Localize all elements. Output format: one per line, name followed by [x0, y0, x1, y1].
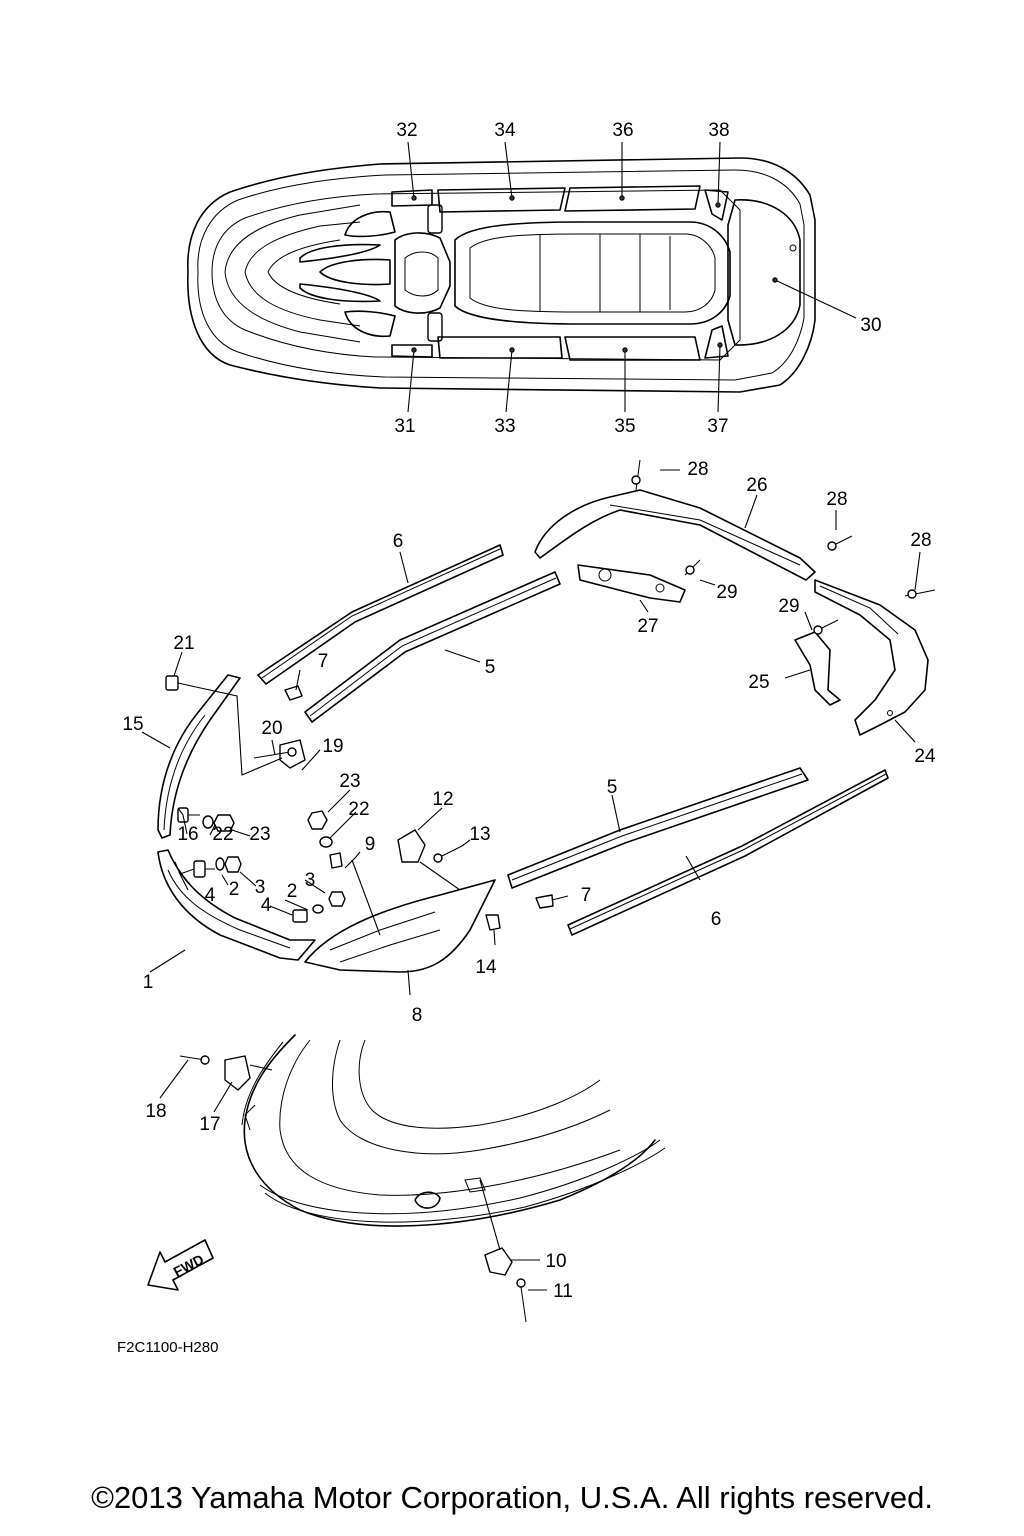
bow-leaders	[159, 1059, 547, 1291]
callout-6: 6	[393, 531, 404, 552]
callout-labels: 1 2 2 3 3 4 4 5 5 6 6 7 7 8 9 10 11 12 1…	[122, 120, 936, 1302]
callout-15: 15	[122, 714, 143, 735]
callout-2: 2	[229, 879, 240, 900]
callout-4: 4	[205, 885, 216, 906]
callout-33: 33	[494, 416, 515, 437]
callout-32: 32	[396, 120, 417, 141]
callout-2: 2	[287, 881, 298, 902]
forward-arrow-icon: FWD	[147, 1239, 214, 1291]
exploded-view	[157, 489, 929, 973]
callout-31: 31	[394, 416, 415, 437]
callout-36: 36	[612, 120, 633, 141]
callout-16: 16	[177, 824, 198, 845]
callout-24: 24	[914, 746, 936, 767]
callout-28: 28	[910, 530, 931, 551]
callout-21: 21	[173, 633, 194, 654]
callout-29: 29	[716, 582, 737, 603]
callout-20: 20	[261, 718, 282, 739]
callout-28: 28	[687, 459, 708, 480]
bow-detail-view	[179, 1034, 666, 1323]
callout-23: 23	[339, 771, 360, 792]
callout-29: 29	[778, 596, 799, 617]
callout-3: 3	[305, 870, 316, 891]
copyright-notice: ©2013 Yamaha Motor Corporation, U.S.A. A…	[91, 1480, 933, 1515]
callout-37: 37	[707, 416, 728, 437]
callout-28: 28	[826, 489, 847, 510]
callout-35: 35	[614, 416, 635, 437]
callout-17: 17	[199, 1114, 220, 1135]
callout-6: 6	[711, 909, 722, 930]
callout-5: 5	[607, 777, 618, 798]
exploded-leaders	[141, 469, 921, 996]
callout-34: 34	[494, 120, 516, 141]
callout-7: 7	[318, 651, 329, 672]
callout-26: 26	[746, 475, 767, 496]
callout-5: 5	[485, 657, 496, 678]
callout-7: 7	[581, 885, 592, 906]
callout-8: 8	[412, 1005, 423, 1026]
callout-27: 27	[637, 616, 658, 637]
callout-3: 3	[255, 877, 266, 898]
callout-14: 14	[475, 957, 497, 978]
drawing-code: F2C1100-H280	[117, 1339, 218, 1356]
callout-1: 1	[143, 972, 154, 993]
top-leaders	[407, 141, 857, 413]
callout-9: 9	[365, 834, 376, 855]
callout-23: 23	[249, 824, 270, 845]
callout-38: 38	[708, 120, 729, 141]
callout-11: 11	[553, 1281, 573, 1302]
callout-4: 4	[261, 895, 272, 916]
deck-top-view	[187, 157, 816, 393]
callout-13: 13	[469, 824, 490, 845]
callout-10: 10	[545, 1251, 566, 1272]
callout-18: 18	[145, 1101, 166, 1122]
callout-19: 19	[322, 736, 343, 757]
callout-30: 30	[860, 315, 881, 336]
callout-22: 22	[348, 799, 369, 820]
callout-22: 22	[212, 824, 233, 845]
callout-25: 25	[748, 672, 769, 693]
callout-12: 12	[432, 789, 453, 810]
fasteners	[165, 459, 936, 931]
